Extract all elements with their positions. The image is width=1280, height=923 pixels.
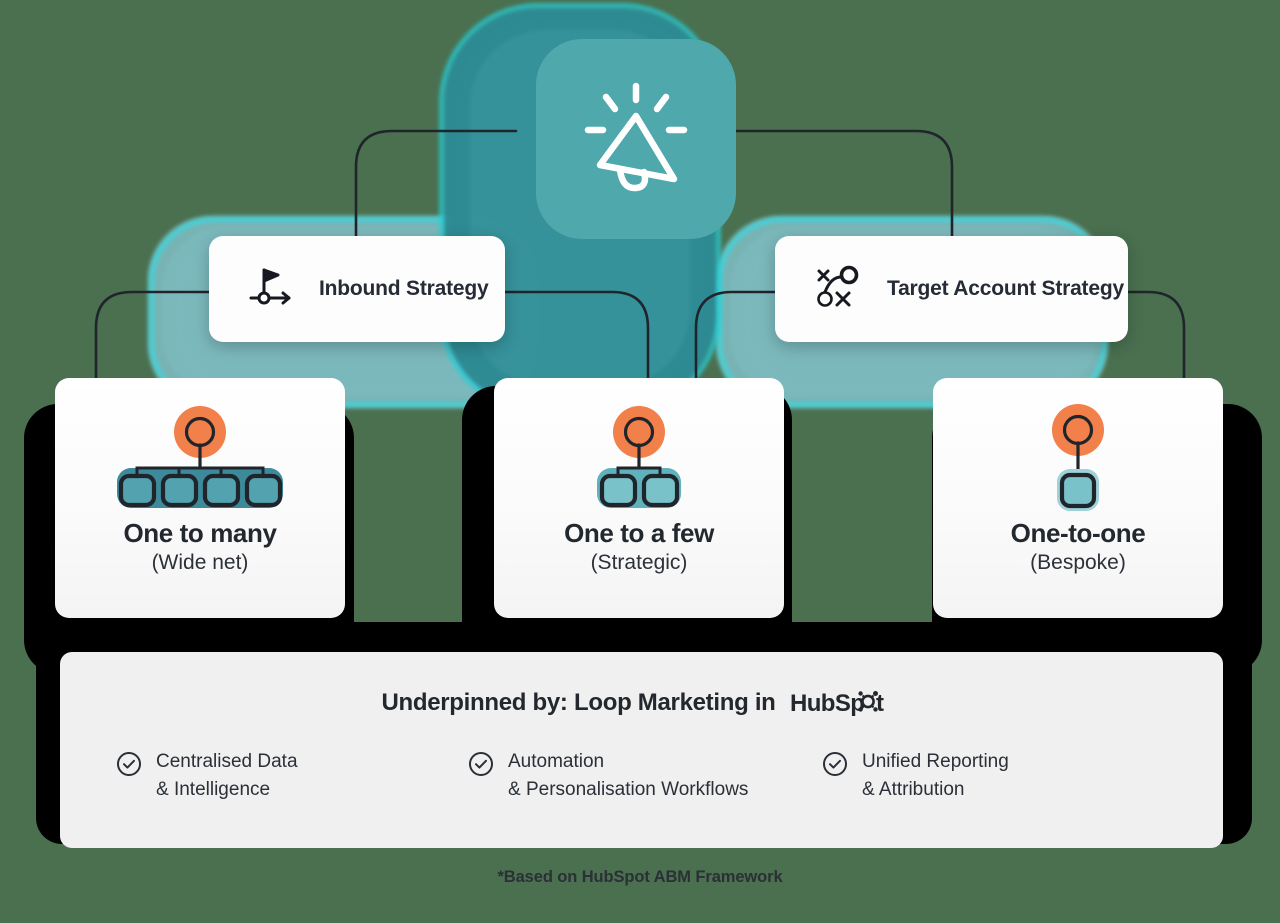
pillar-line-2: & Attribution <box>862 779 965 801</box>
pillar-text: Centralised Data & Intelligence <box>156 748 298 804</box>
approach-subtitle: (Bespoke) <box>1030 551 1126 574</box>
one-to-a-few-icon <box>534 404 744 514</box>
strategy-card-inbound[interactable]: Inbound Strategy <box>209 236 505 342</box>
approach-subtitle: (Strategic) <box>590 551 688 574</box>
check-circle-icon <box>469 752 493 776</box>
hub-node <box>432 6 736 239</box>
megaphone-icon <box>536 39 736 239</box>
footer-heading: Underpinned by: Loop Marketing in HubSp … <box>381 688 901 718</box>
strategy-card-target-account[interactable]: Target Account Strategy <box>775 236 1128 342</box>
one-to-one-icon <box>973 404 1183 514</box>
svg-text:t: t <box>876 690 884 717</box>
pillar-text: Unified Reporting & Attribution <box>862 748 1009 804</box>
pillar-item: Unified Reporting & Attribution <box>822 748 1162 804</box>
footer-panel: Underpinned by: Loop Marketing in HubSp … <box>60 652 1223 848</box>
approach-subtitle: (Wide net) <box>151 551 249 574</box>
pillar-line-1: Centralised Data <box>156 751 298 772</box>
approach-title: One-to-one <box>1010 518 1146 548</box>
check-circle-icon <box>117 752 141 776</box>
approach-card-one-to-many[interactable]: One to many (Wide net) <box>55 378 345 618</box>
strategy-label: Target Account Strategy <box>887 277 1124 300</box>
pillar-item: Automation & Personalisation Workflows <box>468 748 822 804</box>
hubspot-logo: HubSp t <box>790 688 902 718</box>
footer-heading-text: Underpinned by: Loop Marketing in <box>381 689 776 716</box>
pillar-item: Centralised Data & Intelligence <box>116 748 468 804</box>
approach-title: One to many <box>123 518 277 548</box>
footnote: *Based on HubSpot ABM Framework <box>497 868 783 886</box>
flag-path-icon <box>245 261 297 318</box>
approach-card-one-to-a-few[interactable]: One to a few (Strategic) <box>494 378 784 618</box>
pillar-text: Automation & Personalisation Workflows <box>508 748 748 804</box>
strategy-label: Inbound Strategy <box>319 277 489 300</box>
approach-title: One to a few <box>564 518 714 548</box>
pillar-line-2: & Intelligence <box>156 779 271 801</box>
pillar-line-1: Automation <box>508 751 605 772</box>
one-to-many-icon <box>95 404 305 514</box>
svg-text:HubSp: HubSp <box>790 690 864 717</box>
check-circle-icon <box>823 752 847 776</box>
pillar-line-1: Unified Reporting <box>862 751 1009 772</box>
approach-card-one-to-one[interactable]: One-to-one (Bespoke) <box>933 378 1223 618</box>
pillar-line-2: & Personalisation Workflows <box>508 779 749 801</box>
play-strategy-icon <box>811 261 865 318</box>
footer-pillars: Centralised Data & Intelligence Automati… <box>60 748 1223 804</box>
